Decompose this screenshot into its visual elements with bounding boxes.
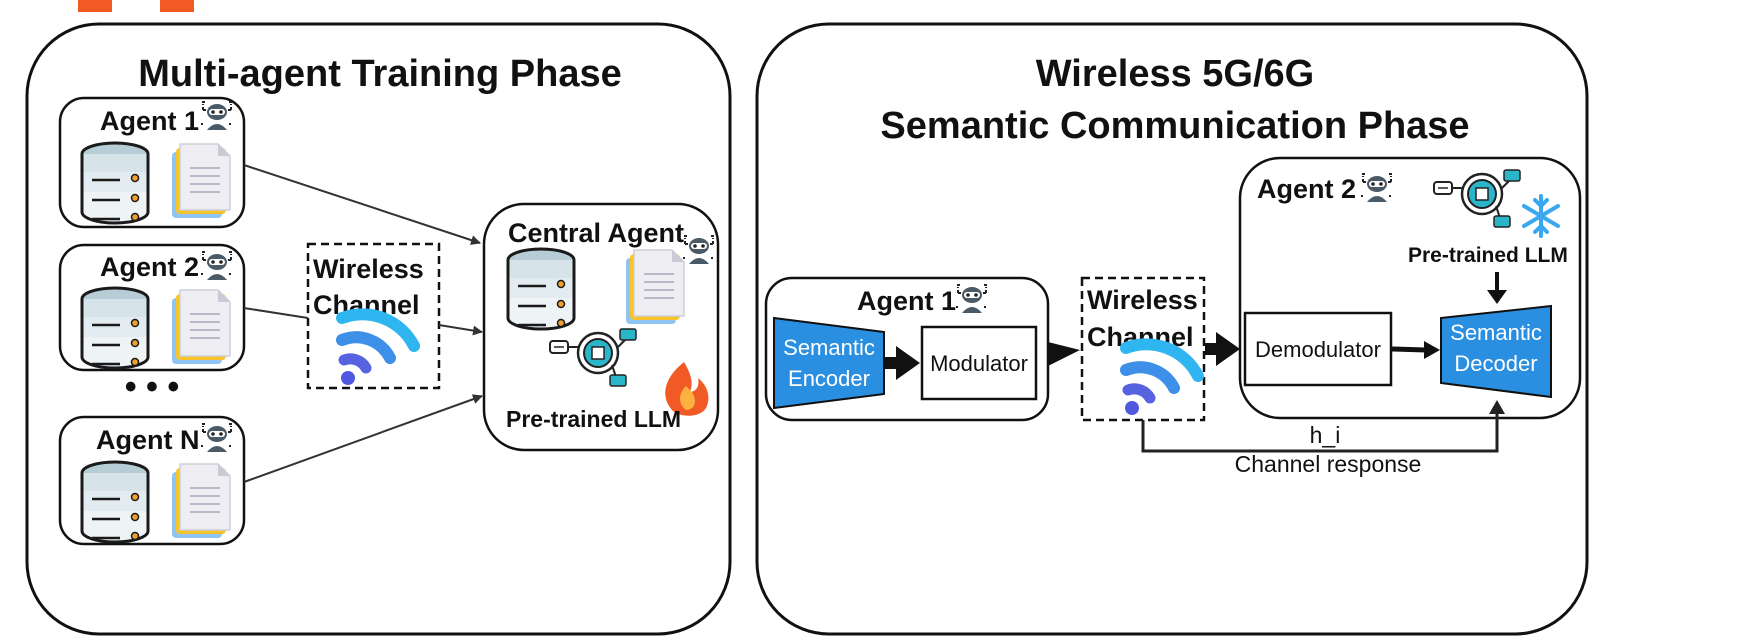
semantic-decoder-shape: [1440, 304, 1552, 399]
arrow-wireless-central: [438, 324, 483, 336]
document-icon: [171, 463, 231, 539]
semantic-encoder-label-1: Semantic: [783, 335, 875, 360]
central-agent-card: Central Agent Pre-trained LLM: [482, 202, 720, 452]
receiver-agent2-card: Agent 2 Pre-trained LLM Demodulator Sema…: [1238, 156, 1582, 420]
database-icon: [80, 141, 150, 225]
right-panel-title-2: Semantic Communication Phase: [880, 105, 1469, 147]
agentN-label: Agent N: [96, 425, 200, 455]
left-panel-title: Multi-agent Training Phase: [138, 53, 622, 95]
right-panel-title-1: Wireless 5G/6G: [1036, 53, 1314, 95]
central-agent-label: Central Agent: [508, 218, 684, 248]
semantic-decoder-label-1: Semantic: [1450, 320, 1542, 345]
left-wireless-channel: Wireless Channel: [306, 242, 441, 388]
wifi-icon: [1125, 344, 1198, 415]
sender-agent1-label: Agent 1: [857, 286, 956, 316]
snowflake-icon: [1522, 194, 1560, 238]
agent1-card: Agent 1: [58, 96, 246, 229]
database-icon: [80, 460, 150, 544]
arrow-encoder-modulator: [885, 346, 920, 380]
demodulator-label: Demodulator: [1255, 337, 1381, 362]
line-agent2-wireless: [243, 307, 309, 319]
right-panel-border: [755, 22, 1589, 636]
agent1-label: Agent 1: [100, 106, 199, 136]
agent2-card: Agent 2: [58, 243, 246, 372]
arrow-agentN-central: [243, 394, 483, 483]
agentN-card: Agent N: [58, 415, 246, 546]
arrow-agent1-central: [243, 164, 481, 245]
channel-response-label: Channel response: [1235, 451, 1422, 477]
central-llm-label: Pre-trained LLM: [506, 406, 681, 432]
arrow-agent1-wireless: [1048, 342, 1080, 366]
modulator-box: [920, 325, 1038, 401]
database-icon: [80, 286, 150, 370]
right-wireless-channel: Wireless Channel: [1080, 276, 1206, 422]
document-icon: [625, 249, 685, 325]
left-panel-border: [25, 22, 732, 636]
wifi-icon: [341, 314, 414, 385]
sender-agent1-card: Agent 1 Semantic Encoder Modulator: [764, 276, 1050, 422]
arrow-wireless-demodulator: [1205, 332, 1240, 366]
left-wireless-label-1: Wireless: [313, 254, 424, 284]
semantic-decoder-label-2: Decoder: [1454, 351, 1537, 376]
document-icon: [171, 289, 231, 365]
h-label: h_i: [1310, 422, 1341, 448]
fire-icon: [665, 362, 709, 416]
document-icon: [171, 143, 231, 219]
modulator-label: Modulator: [930, 351, 1028, 376]
channel-response-path: h_i Channel response: [1141, 400, 1505, 477]
semantic-encoder-shape: [773, 316, 885, 410]
semantic-encoder-label-2: Encoder: [788, 366, 870, 391]
logo-fragment: [78, 0, 194, 12]
ellipsis: • • •: [125, 368, 180, 406]
right-wireless-label-1: Wireless: [1087, 285, 1198, 315]
database-icon: [506, 247, 576, 331]
agent2-label: Agent 2: [100, 252, 199, 282]
receiver-agent2-label: Agent 2: [1257, 174, 1356, 204]
receiver-llm-label: Pre-trained LLM: [1408, 244, 1568, 267]
demodulator-box: [1243, 311, 1393, 387]
